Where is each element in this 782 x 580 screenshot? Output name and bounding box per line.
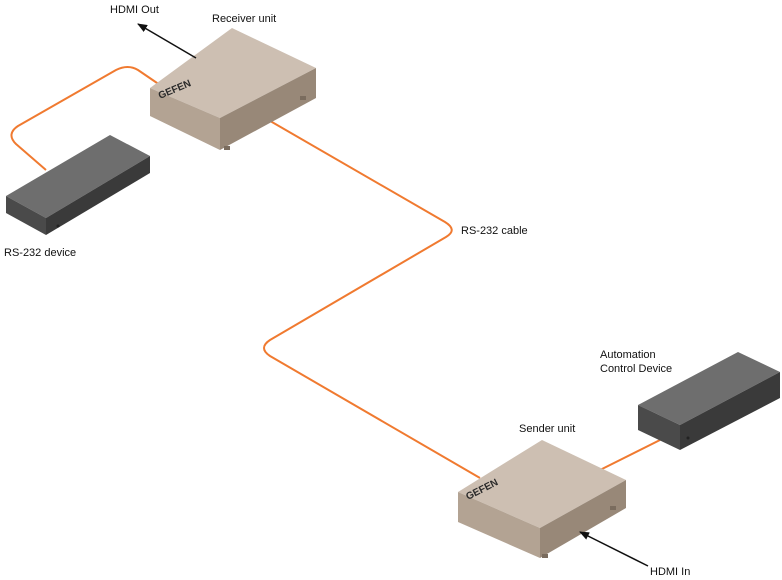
hdmi-in-arrow bbox=[579, 531, 649, 567]
rs232-cable-receiver-to-device bbox=[10, 66, 161, 171]
sender-unit-label: Sender unit bbox=[519, 423, 575, 435]
rs232-cable-receiver-to-sender bbox=[263, 117, 481, 479]
rs232-cable-sender-to-automation bbox=[599, 439, 661, 471]
automation-control-device bbox=[638, 352, 780, 450]
rs232-device-label: RS-232 device bbox=[4, 247, 76, 259]
receiver-unit-label: Receiver unit bbox=[212, 13, 276, 25]
rs232-device bbox=[6, 135, 150, 235]
automation-label-line1: Automation bbox=[600, 349, 656, 361]
hdmi-out-arrow bbox=[137, 23, 197, 59]
hdmi-out-label: HDMI Out bbox=[110, 4, 159, 16]
sender-unit bbox=[458, 440, 626, 558]
automation-label-line2: Control Device bbox=[600, 363, 672, 375]
hdmi-in-label: HDMI In bbox=[650, 566, 690, 578]
rs232-cable-label: RS-232 cable bbox=[461, 225, 528, 237]
receiver-unit bbox=[150, 28, 316, 150]
